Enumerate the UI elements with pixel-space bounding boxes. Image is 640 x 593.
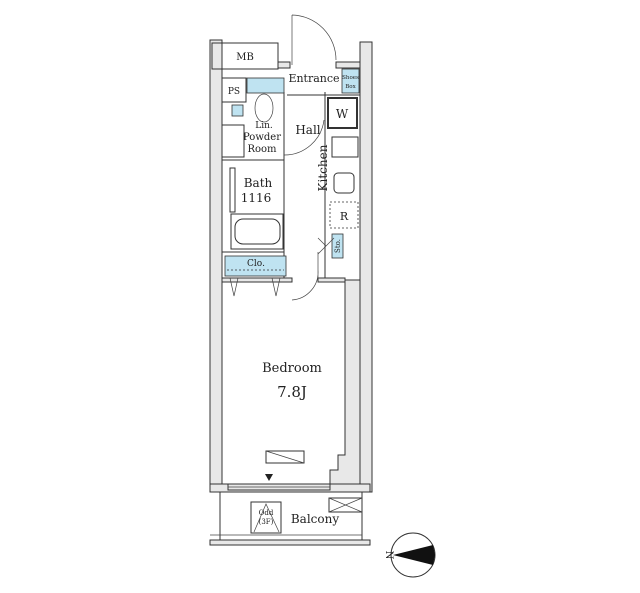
toilet-icon — [254, 93, 274, 123]
compass-icon — [390, 532, 436, 578]
tank-counter — [246, 77, 285, 94]
shoes-box-label: Shoes — [342, 75, 359, 81]
bath-label: Bath — [244, 176, 273, 190]
closet — [224, 255, 287, 277]
north-label: N — [383, 551, 394, 560]
linen-label: Lin. — [255, 121, 273, 131]
evacuation-hatch — [250, 501, 282, 534]
walls — [209, 39, 373, 546]
stove-icon — [331, 136, 359, 158]
bath-size-label: 1116 — [241, 191, 272, 205]
refrigerator-label: R — [340, 210, 349, 223]
refrigerator-space — [329, 201, 359, 229]
odd-label: Odd — [259, 509, 274, 517]
entrance-label: Entrance — [288, 72, 339, 85]
kitchen-label: Kitchen — [316, 144, 330, 191]
bathtub-frame — [230, 213, 284, 250]
ps-label: PS — [228, 87, 240, 97]
closet-doors — [229, 277, 281, 297]
shoes-box — [341, 68, 360, 94]
mb-label: MB — [236, 52, 254, 63]
washbasin — [221, 124, 245, 158]
balcony — [219, 491, 363, 541]
meter-box — [211, 42, 279, 70]
bath-shelf — [229, 167, 236, 213]
powder-door — [283, 119, 325, 156]
powder-room-label-2: Room — [247, 144, 277, 155]
balcony-window — [227, 483, 331, 491]
closet-label: Clo. — [247, 259, 265, 269]
storage — [331, 233, 344, 259]
bathtub-icon — [234, 218, 281, 245]
bedroom-label: Bedroom — [262, 361, 322, 376]
washer-label: W — [336, 107, 349, 121]
sink-icon — [333, 172, 355, 194]
storage-door — [317, 237, 335, 255]
bedroom-size-label: 7.8J — [277, 383, 307, 401]
shoes-box-label-2: Box — [345, 84, 356, 90]
outdoor-unit-icon — [328, 497, 363, 513]
storage-label: Sto. — [334, 239, 342, 253]
ac-unit-icon — [265, 450, 305, 464]
pipe-space — [221, 77, 247, 103]
washer-space — [327, 97, 358, 129]
entry-marker-icon — [265, 474, 273, 481]
hall-label: Hall — [295, 123, 320, 137]
bedroom-door — [291, 252, 319, 301]
sink-small — [231, 104, 244, 117]
odd-floor-label: (3F) — [259, 518, 274, 526]
powder-room-label: Powder — [243, 132, 281, 143]
balcony-label: Balcony — [291, 512, 339, 526]
entrance-door — [291, 14, 337, 65]
